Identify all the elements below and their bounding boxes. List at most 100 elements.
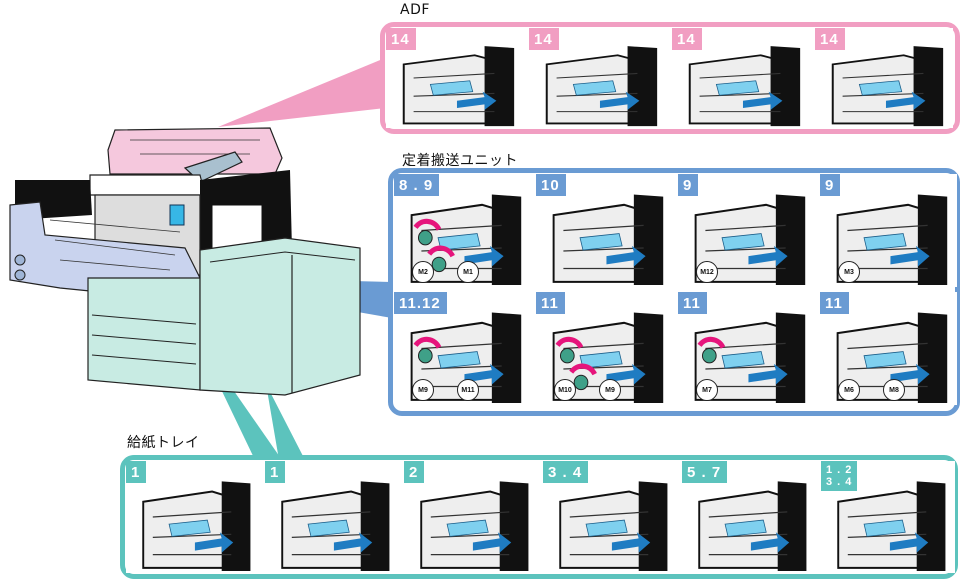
direction-arrow-icon (890, 363, 930, 385)
fuser-step-frame: 8 . 9 M2 M1 (394, 174, 531, 287)
direction-arrow-icon (748, 245, 788, 267)
toner-bottle (169, 204, 185, 226)
knob-icon (573, 374, 589, 391)
step-number-badge: 14 (815, 28, 845, 50)
paper-sheet (858, 80, 903, 96)
paper-sheet (724, 519, 767, 537)
part-marker-label: M8 (883, 379, 905, 401)
tray-group (120, 455, 958, 579)
step-number-badge: 14 (529, 28, 559, 50)
direction-arrow-icon (464, 245, 504, 267)
rotate-arrow-icon (413, 218, 442, 231)
part-marker-label: M10 (554, 379, 576, 401)
step-number-badge: 11 (678, 292, 707, 314)
part-marker-label: M3 (838, 261, 860, 283)
paper-sheet (572, 80, 617, 96)
printer-illustration (9, 127, 361, 396)
step-number-line: 3 . 4 (826, 476, 853, 488)
large-capacity-unit (199, 237, 361, 396)
direction-arrow-icon (611, 532, 651, 553)
step-number-badge: 1 (126, 461, 147, 483)
paper-sheet (307, 519, 350, 537)
step-number-badge: 2 (404, 461, 425, 483)
paper-sheet (863, 519, 906, 537)
paper-sheet (585, 519, 628, 537)
direction-arrow-icon (889, 532, 929, 553)
adf-step-frame: 14 (815, 28, 953, 128)
rotate-arrow-icon (413, 336, 442, 349)
rotate-arrow-icon (569, 363, 597, 376)
tray-step-frame: 3 . 4 (543, 461, 677, 573)
step-number-badge: 11 (536, 292, 565, 314)
rotate-arrow-icon (555, 336, 584, 349)
knob-icon (417, 347, 433, 364)
adf-group-title: ADF (400, 2, 430, 18)
paper-sheet (863, 233, 907, 251)
paper-sheet (721, 351, 765, 369)
direction-arrow-icon (599, 91, 640, 110)
knob-icon (559, 347, 575, 364)
step-number-badge: 8 . 9 (394, 174, 440, 196)
tray-connector-right (266, 384, 305, 460)
step-number-badge: 14 (672, 28, 702, 50)
part-marker-label: M6 (838, 379, 860, 401)
adf-group (380, 22, 960, 134)
knob-icon (701, 347, 717, 364)
direction-arrow-icon (750, 532, 790, 553)
tray-group-title: 給紙トレイ (127, 435, 200, 451)
step-number-badge: 10 (536, 174, 566, 196)
direction-arrow-icon (464, 363, 504, 385)
adf-step-frame: 14 (386, 28, 524, 128)
knob-icon (431, 256, 447, 273)
tray-step-frame: 1 (265, 461, 399, 573)
part-marker-label: M12 (696, 261, 718, 283)
paper-sheet (579, 233, 623, 251)
part-marker-label: M9 (412, 379, 434, 401)
direction-arrow-icon (885, 91, 926, 110)
paper-tray-cabinet (87, 277, 201, 391)
knob-icon (417, 229, 433, 246)
fuser-step-frame: 10 (536, 174, 673, 287)
step-number-line: 1 . 2 (826, 464, 853, 476)
step-number-badge: 3 . 4 (543, 461, 589, 483)
paper-sheet (437, 351, 481, 369)
step-number-badge: 11.12 (394, 292, 447, 314)
tray-step-frame: 5 . 7 (682, 461, 816, 573)
part-marker-label: M2 (412, 261, 434, 283)
tray-step-frame: 1 (126, 461, 260, 573)
paper-sheet (429, 80, 474, 96)
rotate-arrow-icon (427, 245, 455, 258)
direction-arrow-icon (890, 245, 930, 267)
direction-arrow-icon (472, 532, 512, 553)
step-number-badge: 11 (820, 292, 849, 314)
paper-sheet (168, 519, 211, 537)
direction-arrow-icon (194, 532, 234, 553)
direction-arrow-icon (742, 91, 783, 110)
direction-arrow-icon (606, 363, 646, 385)
direction-arrow-icon (456, 91, 497, 110)
step-number-badge: 1 (265, 461, 286, 483)
fuser-group-title: 定着搬送ユニット (402, 153, 518, 169)
adf-step-frame: 14 (672, 28, 810, 128)
step-number-badge: 9 (678, 174, 699, 196)
part-marker-label: M7 (696, 379, 718, 401)
paper-sheet (721, 233, 765, 251)
paper-sheet (715, 80, 760, 96)
part-marker-label: M11 (457, 379, 479, 401)
direction-arrow-icon (606, 245, 646, 267)
tray-step-frame: 2 (404, 461, 538, 573)
paper-sheet (446, 519, 489, 537)
rotate-arrow-icon (697, 336, 726, 349)
step-number-badge: 14 (386, 28, 416, 50)
direction-arrow-icon (333, 532, 373, 553)
step-number-badge: 5 . 7 (682, 461, 728, 483)
part-marker-label: M1 (457, 261, 479, 283)
